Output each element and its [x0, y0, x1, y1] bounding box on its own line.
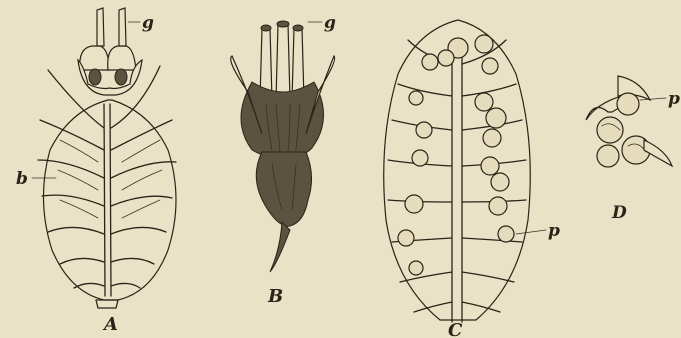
figure-label-c: C [448, 320, 463, 338]
figure-b: g B [231, 13, 336, 307]
figure-a-ovule-pair [78, 8, 142, 95]
figure-a-bract [38, 66, 176, 308]
callout-p-c: p [548, 221, 560, 241]
figure-label-a: A [102, 314, 118, 335]
figure-d: p D [586, 76, 680, 223]
callout-g-b: g [324, 13, 336, 33]
callout-b-a: b [16, 169, 28, 189]
figure-c: p C [384, 20, 560, 338]
figure-label-b: B [267, 286, 283, 307]
callout-g-a: g [142, 13, 154, 33]
figure-label-d: D [611, 203, 627, 223]
callout-p-d: p [668, 89, 680, 109]
figure-a: g b A [16, 8, 176, 335]
callout-line-p-d [640, 98, 666, 100]
